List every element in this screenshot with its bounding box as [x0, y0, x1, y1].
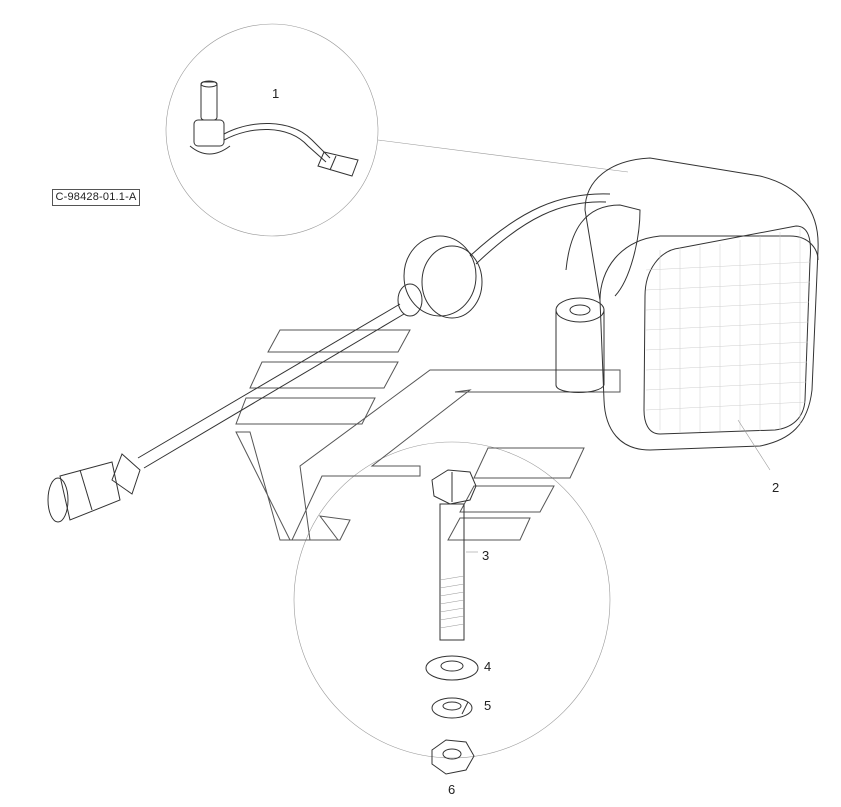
bolt	[431, 469, 477, 641]
hex-nut	[431, 739, 475, 775]
leader-2	[737, 419, 771, 471]
lock-washer	[431, 697, 473, 719]
bulb-socket	[189, 80, 359, 177]
detail-circle-hardware	[293, 441, 611, 759]
callout-3: 3	[482, 548, 489, 563]
detail-circle-bulb	[165, 23, 379, 237]
flat-washer	[425, 655, 479, 681]
callout-1: 1	[272, 86, 279, 101]
callout-6: 6	[448, 782, 455, 797]
work-lamp	[555, 157, 819, 451]
cable-assembly	[47, 193, 611, 523]
watermark-logo	[235, 329, 621, 541]
callout-5: 5	[484, 698, 491, 713]
callout-2: 2	[772, 480, 779, 495]
reference-code-label: C-98428-01.1-A	[52, 189, 140, 206]
lamp-lens-grid	[645, 228, 811, 432]
leader-detail-circle	[377, 139, 629, 173]
callout-4: 4	[484, 659, 491, 674]
